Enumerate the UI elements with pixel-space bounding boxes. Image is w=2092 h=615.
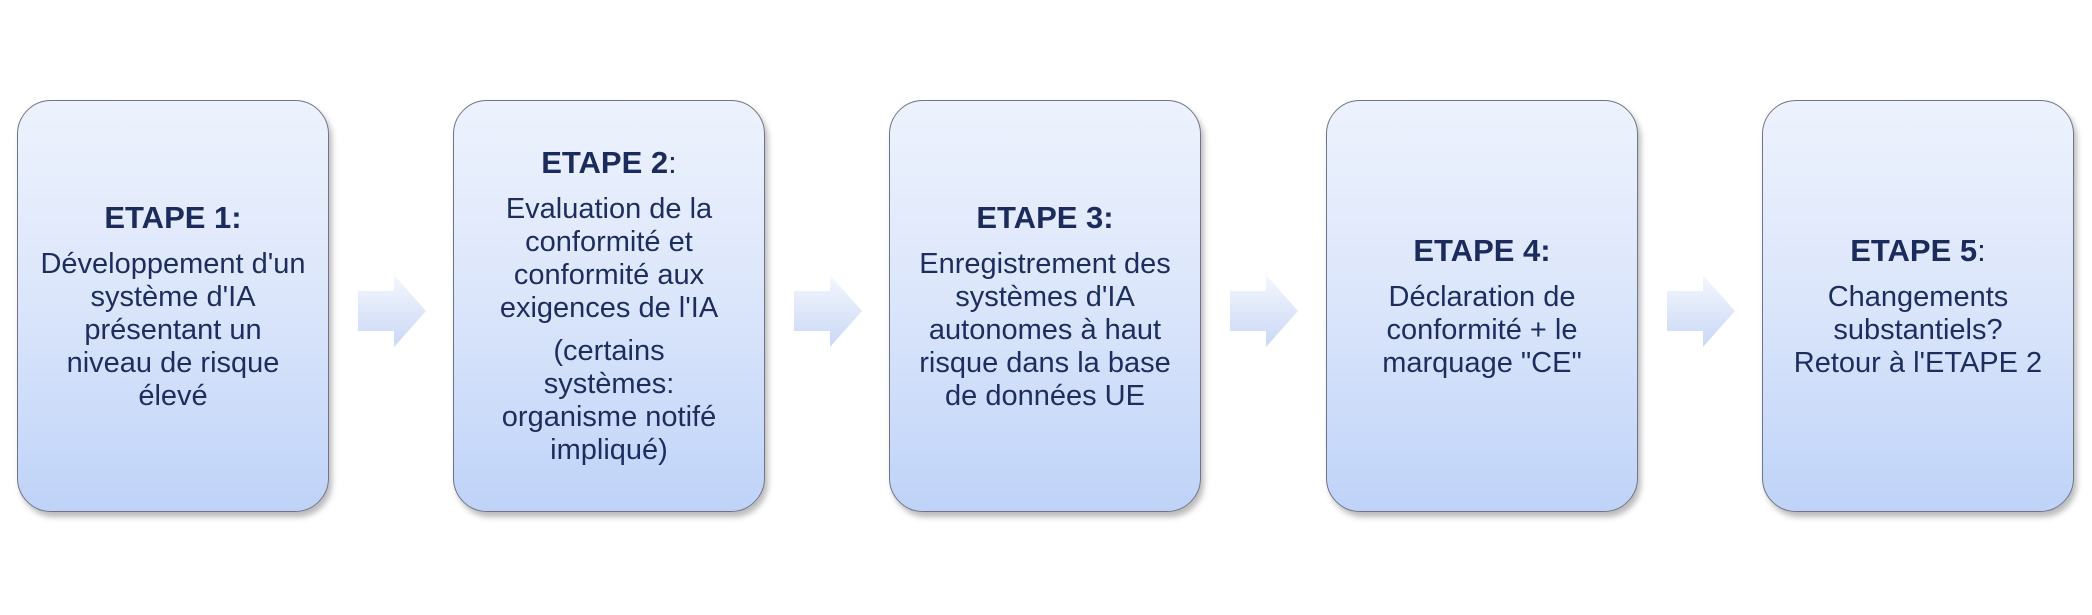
arrow-right-icon xyxy=(1667,275,1735,347)
step-4-box: ETAPE 4: Déclaration de conformité + le … xyxy=(1326,100,1638,512)
step-1-title-text: ETAPE 1: xyxy=(104,199,242,235)
step-3-title-text: ETAPE 3: xyxy=(976,199,1114,235)
step-5-title: ETAPE 5: xyxy=(1850,233,1986,269)
arrow-right-icon xyxy=(358,275,426,347)
step-5-title-suffix: : xyxy=(1977,232,1986,268)
step-5-title-text: ETAPE 5 xyxy=(1850,232,1978,268)
arrow-right-icon xyxy=(1230,275,1298,347)
step-4-title: ETAPE 4: xyxy=(1413,233,1550,269)
step-2-title-suffix: : xyxy=(668,145,677,180)
step-1-description: Développement d'un système d'IA présenta… xyxy=(40,247,306,412)
step-3-title: ETAPE 3: xyxy=(976,200,1113,236)
step-5-description: Changements substantiels? Retour à l'ETA… xyxy=(1793,280,2043,379)
step-3-description: Enregistrement des systèmes d'IA autonom… xyxy=(919,247,1171,412)
step-2-title: ETAPE 2: xyxy=(541,145,677,181)
step-4-description: Déclaration de conformité + le marquage … xyxy=(1382,280,1582,379)
step-4-title-text: ETAPE 4: xyxy=(1413,232,1551,268)
step-3-box: ETAPE 3: Enregistrement des systèmes d'I… xyxy=(889,100,1201,512)
step-5-box: ETAPE 5: Changements substantiels? Retou… xyxy=(1762,100,2074,512)
arrow-right-icon xyxy=(794,275,862,347)
step-2-description: Evaluation de la conformité et conformit… xyxy=(499,193,719,324)
step-2-note: (certains systèmes: organisme notifé imp… xyxy=(501,335,717,466)
step-2-title-text: ETAPE 2 xyxy=(541,145,669,180)
step-1-title: ETAPE 1: xyxy=(104,200,241,236)
step-1-box: ETAPE 1: Développement d'un système d'IA… xyxy=(17,100,329,512)
step-2-box: ETAPE 2: Evaluation de la conformité et … xyxy=(453,100,765,512)
